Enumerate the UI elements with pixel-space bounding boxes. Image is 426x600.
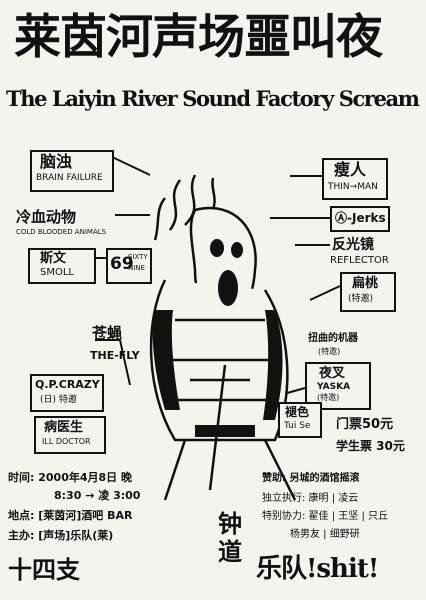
ticket-price-door: 门票50元	[336, 417, 394, 432]
title-chinese: 莱茵河声场噩叫夜	[14, 10, 383, 65]
band-tui-se-en: Tui Se	[284, 421, 311, 431]
band-reflector-en: REFLECTOR	[330, 255, 389, 266]
band-bian-tao-note: (特邀)	[348, 294, 374, 304]
band-sixty-nine-num: 69	[110, 254, 134, 274]
ticket-price-student: 学生票 30元	[336, 439, 405, 453]
band-reflector-cn: 反光镜	[332, 237, 374, 253]
band-jerks: Ⓐ-Jerks	[330, 206, 390, 232]
band-thin-man-cn: 瘦人	[334, 160, 367, 179]
band-brain-failure-en: BRAIN FAILURE	[36, 173, 103, 183]
band-yaska-note: (特邀)	[317, 393, 340, 402]
band-tui-se-cn: 褪色	[285, 405, 310, 419]
band-yaska: 夜叉 YASKA (特邀)	[305, 362, 371, 410]
band-qp-crazy: Q.P.CRAZY (日) 特邀	[30, 374, 104, 412]
band-the-fly-en: THE-FLY	[90, 349, 140, 362]
band-yaska-en: YASKA	[317, 382, 351, 392]
band-cold-blooded-en: COLD BLOODED ANIMALS	[16, 228, 107, 236]
band-smoll: 斯文 SMOLL	[28, 248, 96, 284]
band-cold-blooded-cn: 冷血动物	[16, 208, 77, 226]
band-brain-failure-cn: 脑浊	[40, 152, 73, 171]
ghost-figure-illustration	[149, 174, 297, 501]
event-host: 主办: [声场]乐队(莱)	[8, 529, 114, 542]
band-smoll-en: SMOLL	[40, 267, 74, 278]
band-jerks-label: Ⓐ-Jerks	[335, 211, 386, 225]
credit-exec: 独立执行: 康明 | 凌云	[262, 493, 359, 504]
event-time: 时间: 2000年4月8日 晚	[8, 471, 132, 484]
band-thin-man: 瘦人 THIN→MAN	[322, 158, 388, 200]
band-yaska-cn: 夜叉	[319, 366, 346, 381]
band-bian-tao: 扁桃 (特邀)	[340, 272, 396, 312]
band-ill-doctor-cn: 病医生	[44, 420, 84, 435]
band-qp-crazy-en: Q.P.CRAZY	[35, 378, 100, 391]
event-hours: 8:30 → 凌 3:00	[54, 489, 141, 502]
title-english: The Laiyin River Sound Factory Scream	[6, 86, 420, 111]
band-ill-doctor: 病医生 ILL DOCTOR	[34, 416, 106, 454]
band-smoll-cn: 斯文	[40, 251, 67, 266]
event-place: 地点: [莱茵河]酒吧 BAR	[8, 509, 133, 522]
band-thin-man-en: THIN→MAN	[328, 182, 378, 192]
band-twisted-note: (特邀)	[318, 347, 341, 356]
band-sixty-nine: 69	[106, 248, 152, 284]
band-brain-failure: 脑浊 BRAIN FAILURE	[30, 150, 114, 192]
band-twisted-cn: 扭曲的机器	[308, 333, 358, 344]
zhongdao-label: 钟道	[218, 509, 242, 566]
footer-bands-shit: 乐队!shit!	[256, 554, 379, 584]
credit-sponsor: 赞助: 另城的酒馆摇滚	[262, 473, 360, 484]
band-sixty-nine-en: SIXTY NINE	[128, 253, 148, 272]
band-qp-crazy-note: (日) 特邀	[40, 395, 77, 405]
footer-fourteen-bands: 十四支	[8, 555, 80, 584]
credit-assist: 特别协力: 翟佳 | 王坚 | 只丘	[262, 511, 389, 522]
credit-assist-2: 杨男友 | 细野研	[290, 529, 360, 540]
band-tui-se: 褪色 Tui Se	[278, 402, 322, 438]
band-bian-tao-cn: 扁桃	[352, 276, 379, 291]
band-the-fly-cn: 苍蝇	[92, 324, 123, 342]
band-ill-doctor-en: ILL DOCTOR	[42, 437, 91, 446]
